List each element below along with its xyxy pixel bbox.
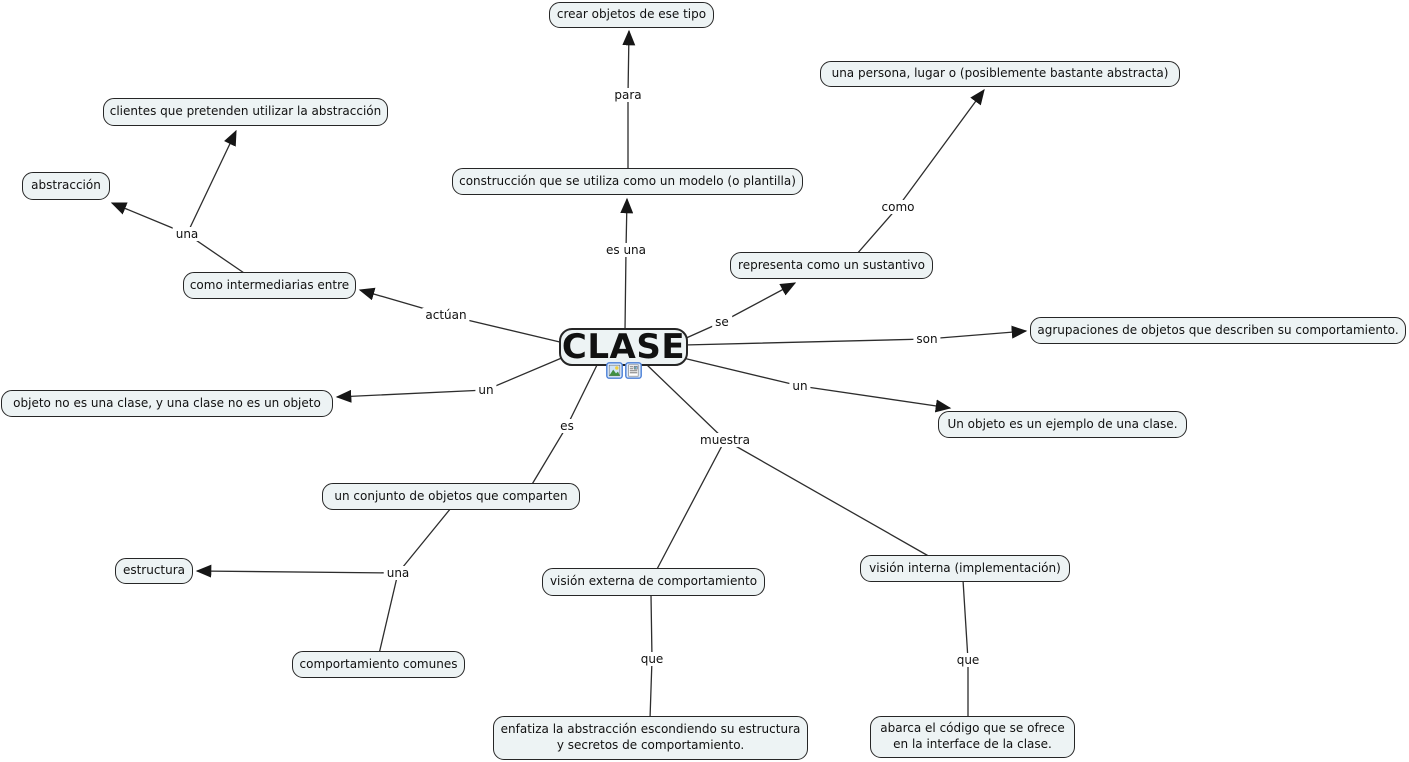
concept-label-vision-interna: visión interna (implementación) [869,560,1061,575]
concept-label-intermediarias: como intermediarias entre [189,277,350,292]
edge-line-construccion-para-crear [622,29,636,189]
link-label-son[interactable]: son [913,332,941,346]
concept-abstraccion[interactable]: abstracción [22,172,110,200]
link-label-es-una[interactable]: es una [602,243,650,257]
resource-icons [605,362,642,379]
link-label-una-1[interactable]: una [172,227,202,241]
concept-label-objeto-no-es: objeto no es una clase, y una clase no e… [13,395,321,410]
link-label-que-1[interactable]: que [637,652,667,666]
concept-agrupaciones[interactable]: agrupaciones de objetos que describen su… [1030,317,1406,344]
concept-representa[interactable]: representa como un sustantivo [730,252,933,279]
concept-label-abstraccion: abstracción [31,178,101,193]
concept-label-objeto-ejemplo: Un objeto es un ejemplo de una clase. [947,416,1178,431]
concept-vision-interna[interactable]: visión interna (implementación) [860,555,1070,582]
concept-label-clientes: clientes que pretenden utilizar la abstr… [109,104,382,119]
link-label-una-2[interactable]: una [383,566,413,580]
concept-conjunto[interactable]: un conjunto de objetos que comparten [322,483,580,510]
concept-label-representa: representa como un sustantivo [738,257,925,272]
concept-label-abarca: abarca el código que se ofrece en la int… [880,721,1065,751]
concept-label-estructura: estructura [122,563,186,578]
link-label-es[interactable]: es [557,419,577,433]
concept-label-conjunto: un conjunto de objetos que comparten [334,488,568,503]
link-label-como[interactable]: como [878,200,918,214]
edge-line-clase-esuna-construccion [620,197,634,332]
edge-line-clase-son-agrupaciones [683,325,1028,346]
image-resource-icon[interactable] [605,362,623,379]
link-label-se[interactable]: se [712,315,732,329]
concept-intermediarias[interactable]: como intermediarias entre [183,272,356,299]
edge-line-representa-como-persona [855,88,985,256]
concept-label-vision-externa: visión externa de comportamiento [549,574,758,589]
concept-clientes[interactable]: clientes que pretenden utilizar la abstr… [103,98,388,126]
concept-label-clase: CLASE [561,326,686,367]
concept-abarca[interactable]: abarca el código que se ofrece en la int… [870,716,1075,758]
concept-una-persona[interactable]: una persona, lugar o (posiblemente basta… [820,61,1180,87]
edge-line-interna-que-abarca [962,579,969,719]
link-label-muestra[interactable]: muestra [697,433,753,447]
concept-label-una-persona: una persona, lugar o (posiblemente basta… [831,66,1169,81]
concept-crear-objetos[interactable]: crear objetos de ese tipo [549,2,714,28]
concept-vision-externa[interactable]: visión externa de comportamiento [542,568,765,596]
concept-construccion[interactable]: construcción que se utiliza como un mode… [452,168,803,195]
link-label-actuan[interactable]: actúan [422,308,470,322]
edge-line-clase-muestra-externa [645,363,726,572]
edge-line-clase-se-representa [683,282,797,340]
concept-objeto-no-es[interactable]: objeto no es una clase, y una clase no e… [1,390,333,417]
concept-objeto-ejemplo[interactable]: Un objeto es un ejemplo de una clase. [938,411,1187,438]
edge-line-clase-un-ejemplo [682,357,952,413]
edge-line-muestra-interna [724,439,933,559]
concept-label-enfatiza: enfatiza la abstracción escondiendo su e… [500,722,801,752]
edge-line-una-clientes [186,129,237,235]
edge-line-conjunto-una-comportamiento [378,507,452,655]
concept-clase[interactable]: CLASE [559,326,688,379]
edge-line-una-estructura [195,564,399,578]
link-label-que-2[interactable]: que [953,653,983,667]
edge-line-clase-un-objetono [335,356,565,403]
concept-label-agrupaciones: agrupaciones de objetos que describen su… [1037,322,1399,337]
link-label-un-1[interactable]: un [475,383,497,397]
concept-label-construccion: construcción que se utiliza como un mode… [459,173,796,188]
concept-label-crear-objetos: crear objetos de ese tipo [556,7,707,22]
concept-label-comportamiento: comportamiento comunes [299,656,458,671]
concept-enfatiza[interactable]: enfatiza la abstracción escondiendo su e… [493,716,808,760]
concept-comportamiento[interactable]: comportamiento comunes [292,651,465,678]
concept-estructura[interactable]: estructura [115,558,193,584]
document-resource-icon[interactable] [624,362,642,379]
link-label-un-2[interactable]: un [789,379,811,393]
link-label-para[interactable]: para [611,88,645,102]
